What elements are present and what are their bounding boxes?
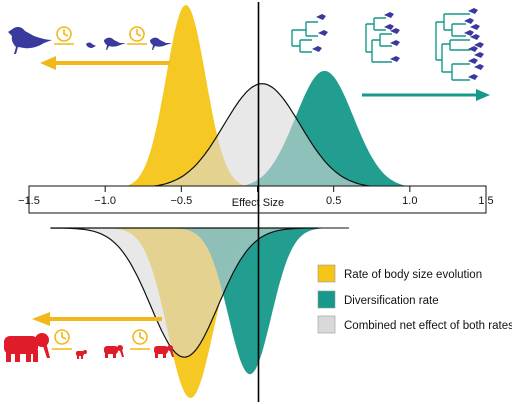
tree-icon-medium [365,17,392,63]
mammals-div-density [164,228,336,375]
phylogeny-tree-icons [291,13,470,81]
elephant-icons [4,333,174,362]
medium-bird-icon-2 [150,37,172,50]
clock-icon [52,329,72,350]
small-bird-icon [86,42,96,48]
legend-swatch-div [317,290,336,309]
birds-body-density [106,5,266,188]
x-tick-label: 1.5 [478,195,493,207]
left-arrow-icon-bottom [32,312,162,326]
legend-label-combined: Combined net effect of both rates [344,320,512,332]
x-ticks: −1.5 −1.0 −0.5 0.5 1.0 1.5 [18,186,494,207]
large-elephant-icon [4,333,50,362]
x-tick-label: −1.0 [94,195,116,207]
tree-icon-small [291,21,318,53]
small-elephant-icon-2 [154,345,174,358]
tree-icon-large [435,13,470,81]
x-tick-label: 1.0 [402,195,417,207]
tree-bird-icons [312,8,484,80]
x-tick-label: 0.5 [326,195,341,207]
x-tick-label: −0.5 [170,195,192,207]
right-arrow-icon [362,89,490,101]
legend-swatch-body [317,264,336,283]
bird-icons [8,27,172,54]
x-tick-label: −1.5 [18,195,40,207]
clock-icon [127,26,147,45]
tiny-elephant-icon [76,350,87,359]
small-elephant-icon [104,345,124,358]
medium-bird-icon [104,37,126,50]
legend-swatch-combined [317,315,336,334]
clock-icon [130,329,150,350]
clock-icons-bottom [52,329,150,350]
mammals-combined-density [50,227,319,358]
legend-label-body: Rate of body size evolution [344,269,482,281]
birds-div-density [208,70,441,188]
large-bird-icon [8,27,52,54]
legend: Rate of body size evolution Diversificat… [317,264,512,334]
legend-label-div: Diversification rate [344,295,439,307]
density-curves [50,5,441,398]
clock-icons-top [54,26,147,45]
clock-icon [54,26,74,45]
left-arrow-icon-top [40,56,170,70]
birds-combined-density [109,83,415,189]
